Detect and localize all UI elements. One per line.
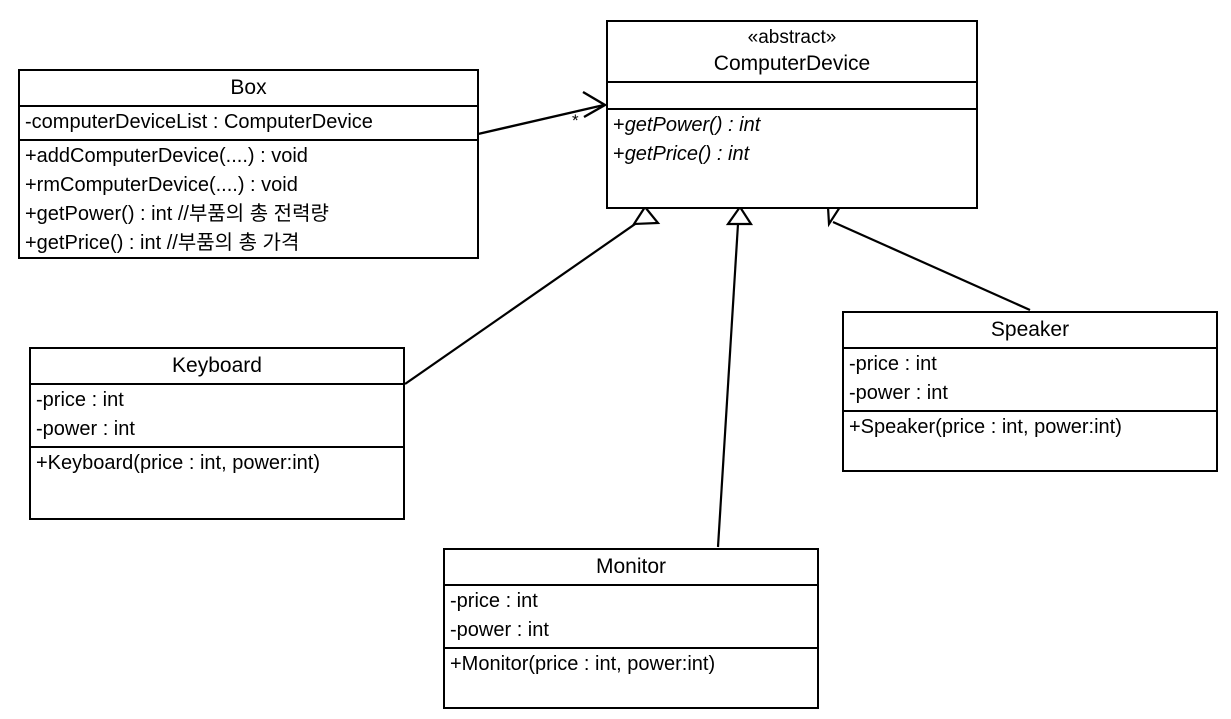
attribute-row: -price : int bbox=[450, 590, 538, 612]
class-computerdevice-header: «abstract» ComputerDevice bbox=[608, 22, 976, 81]
class-box-operations: +addComputerDevice(....) : void +rmCompu… bbox=[20, 139, 477, 260]
attribute-row: -power : int bbox=[849, 382, 948, 404]
operation-signature: getPrice() : int bbox=[624, 143, 750, 165]
generalization-speaker-computerdevice bbox=[826, 205, 1031, 312]
class-monitor-operations: +Monitor(price : int, power:int) bbox=[445, 647, 817, 712]
operation-row: +getPower() : int //부품의 총 전력량 bbox=[25, 203, 329, 225]
operation-visibility: + bbox=[613, 143, 625, 165]
class-monitor-name: Monitor bbox=[595, 555, 667, 578]
class-box-name: Box bbox=[230, 76, 267, 99]
operation-row: +Monitor(price : int, power:int) bbox=[450, 653, 716, 675]
class-keyboard-attributes: -price : int -power : int bbox=[31, 383, 403, 446]
operation-row: +getPower() : int bbox=[613, 111, 971, 140]
class-monitor-attributes: -price : int -power : int bbox=[445, 584, 817, 647]
operation-row: +addComputerDevice(....) : void bbox=[25, 145, 308, 167]
class-computerdevice-operations: +getPower() : int +getPrice() : int bbox=[608, 108, 976, 171]
operation-row: +Speaker(price : int, power:int) bbox=[849, 416, 1122, 438]
operation-visibility: + bbox=[613, 114, 625, 136]
class-monitor[interactable]: Monitor -price : int -power : int +Monit… bbox=[443, 548, 819, 709]
class-speaker-operations: +Speaker(price : int, power:int) bbox=[844, 410, 1216, 475]
class-computerdevice-stereotype: «abstract» bbox=[747, 27, 837, 48]
attribute-row: -price : int bbox=[849, 353, 937, 375]
attribute-row: -computerDeviceList : ComputerDevice bbox=[25, 111, 373, 133]
attribute-row: -price : int bbox=[36, 389, 124, 411]
class-keyboard-name: Keyboard bbox=[172, 354, 262, 377]
class-computerdevice-name: ComputerDevice bbox=[713, 52, 871, 75]
operation-row: +getPrice() : int bbox=[613, 140, 971, 169]
class-speaker-name: Speaker bbox=[990, 318, 1070, 341]
class-box-attributes: -computerDeviceList : ComputerDevice bbox=[20, 105, 477, 139]
class-keyboard[interactable]: Keyboard -price : int -power : int +Keyb… bbox=[29, 347, 405, 520]
class-computerdevice-attributes bbox=[608, 81, 976, 108]
class-speaker-attributes: -price : int -power : int bbox=[844, 347, 1216, 410]
class-computerdevice[interactable]: «abstract» ComputerDevice +getPower() : … bbox=[606, 20, 978, 209]
operation-signature: getPower() : int bbox=[624, 114, 761, 136]
attribute-row: -power : int bbox=[36, 418, 135, 440]
class-keyboard-operations: +Keyboard(price : int, power:int) bbox=[31, 446, 403, 522]
operation-row: +getPrice() : int //부품의 총 가격 bbox=[25, 232, 300, 254]
attribute-row: -power : int bbox=[450, 619, 549, 641]
generalization-monitor-computerdevice bbox=[716, 205, 754, 548]
class-box[interactable]: Box -computerDeviceList : ComputerDevice… bbox=[18, 69, 479, 259]
association-multiplicity-label: * bbox=[572, 111, 579, 130]
operation-row: +rmComputerDevice(....) : void bbox=[25, 174, 298, 196]
class-speaker[interactable]: Speaker -price : int -power : int +Speak… bbox=[842, 311, 1218, 472]
operation-row: +Keyboard(price : int, power:int) bbox=[36, 452, 321, 474]
association-box-computerdevice bbox=[477, 90, 608, 136]
